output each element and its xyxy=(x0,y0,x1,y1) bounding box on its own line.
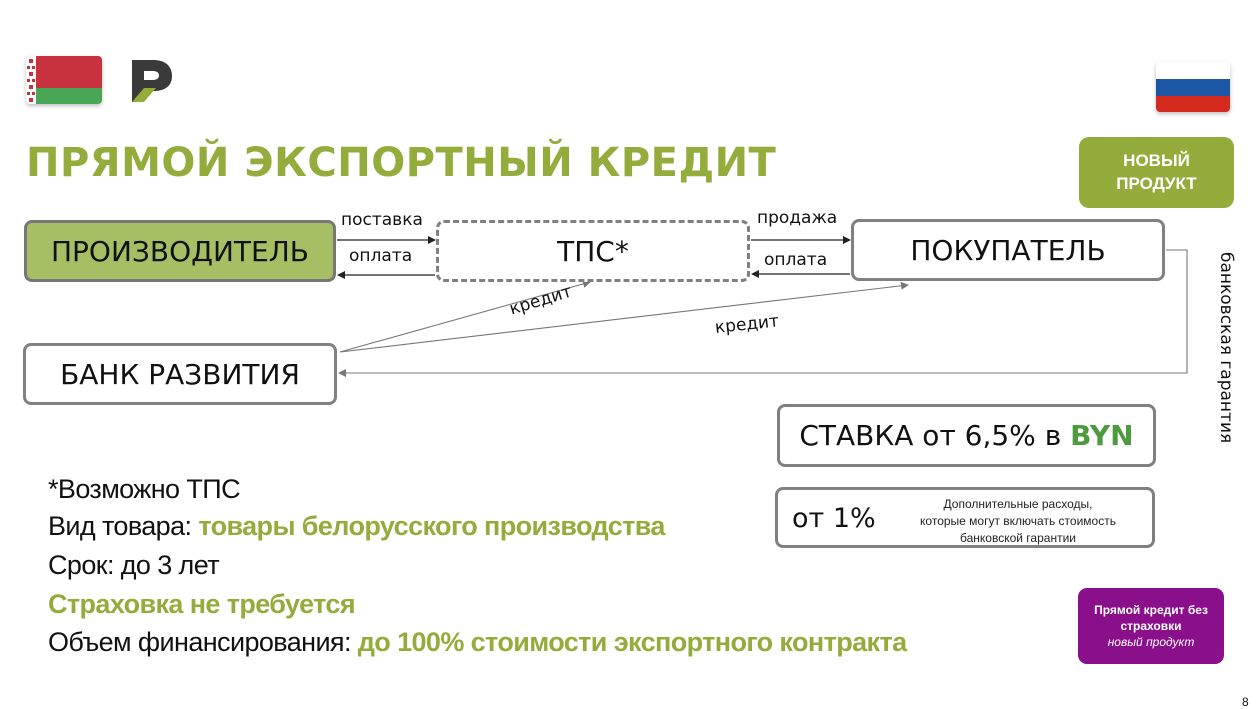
rate-prefix: СТАВКА от 6,5% в xyxy=(799,419,1071,452)
producer-label: ПРОИЗВОДИТЕЛЬ xyxy=(50,234,309,268)
goods-value: товары белорусского производства xyxy=(198,511,665,541)
extra-costs-box: от 1% Дополнительные расходы, которые мо… xyxy=(775,487,1155,548)
extra-note-line3: банковской гарантии xyxy=(960,531,1076,545)
tps-label: ТПС* xyxy=(557,234,629,268)
info-term: Срок: до 3 лет xyxy=(48,550,220,580)
badge-line2: страховки xyxy=(1120,619,1182,633)
buyer-label: ПОКУПАТЕЛЬ xyxy=(910,233,1106,267)
new-product-line2: ПРОДУКТ xyxy=(1116,173,1197,193)
new-product-badge: НОВЫЙ ПРОДУКТ xyxy=(1079,137,1234,208)
extra-note-line1: Дополнительные расходы, xyxy=(943,497,1093,511)
guarantee-line2: гарантия xyxy=(1216,360,1236,444)
volume-label: Объем финансирования: xyxy=(48,627,358,657)
page-title: ПРЯМОЙ ЭКСПОРТНЫЙ КРЕДИТ xyxy=(26,140,777,186)
bank-label: БАНК РАЗВИТИЯ xyxy=(60,357,300,391)
edge-label-payment-left: оплата xyxy=(349,246,413,266)
edge-label-supply: поставка xyxy=(341,210,423,230)
bank-box: БАНК РАЗВИТИЯ xyxy=(23,343,337,405)
info-volume: Объем финансирования: до 100% стоимости … xyxy=(48,627,907,658)
rate-currency: BYN xyxy=(1070,419,1134,452)
info-insurance: Страховка не требуется xyxy=(48,589,356,619)
info-note: *Возможно ТПС xyxy=(48,474,241,504)
direct-credit-badge: Прямой кредит без страховки новый продук… xyxy=(1078,588,1224,664)
volume-value: до 100% стоимости экспортного контракта xyxy=(357,627,907,657)
extra-costs-value: от 1% xyxy=(792,503,876,534)
extra-costs-note: Дополнительные расходы, которые могут вк… xyxy=(904,496,1132,547)
producer-box: ПРОИЗВОДИТЕЛЬ xyxy=(24,220,336,282)
edge-label-sale: продажа xyxy=(757,208,838,228)
tps-box: ТПС* xyxy=(436,220,750,282)
badge-line1: Прямой кредит без xyxy=(1094,603,1208,617)
arrow-credit-buyer xyxy=(339,281,909,353)
goods-label: Вид товара: xyxy=(48,511,199,541)
edge-label-payment-right: оплата xyxy=(764,250,828,270)
edge-label-credit-buyer: кредит xyxy=(713,311,780,338)
extra-note-line2: которые могут включать стоимость xyxy=(920,514,1116,528)
rate-box: СТАВКА от 6,5% в BYN xyxy=(777,404,1156,467)
bank-logo xyxy=(128,58,174,104)
russia-flag-icon xyxy=(1156,62,1230,112)
badge-line3: новый продукт xyxy=(1107,635,1195,649)
edge-label-credit-tps: кредит xyxy=(507,281,575,320)
buyer-box: ПОКУПАТЕЛЬ xyxy=(851,219,1165,281)
info-goods: Вид товара: товары белорусского производ… xyxy=(48,511,665,542)
page-number: 8 xyxy=(1242,695,1249,709)
belarus-flag-icon xyxy=(26,56,102,104)
guarantee-line1: банковская xyxy=(1216,252,1236,355)
edge-label-guarantee: банковская гарантия xyxy=(1191,252,1237,443)
new-product-line1: НОВЫЙ xyxy=(1123,150,1190,170)
